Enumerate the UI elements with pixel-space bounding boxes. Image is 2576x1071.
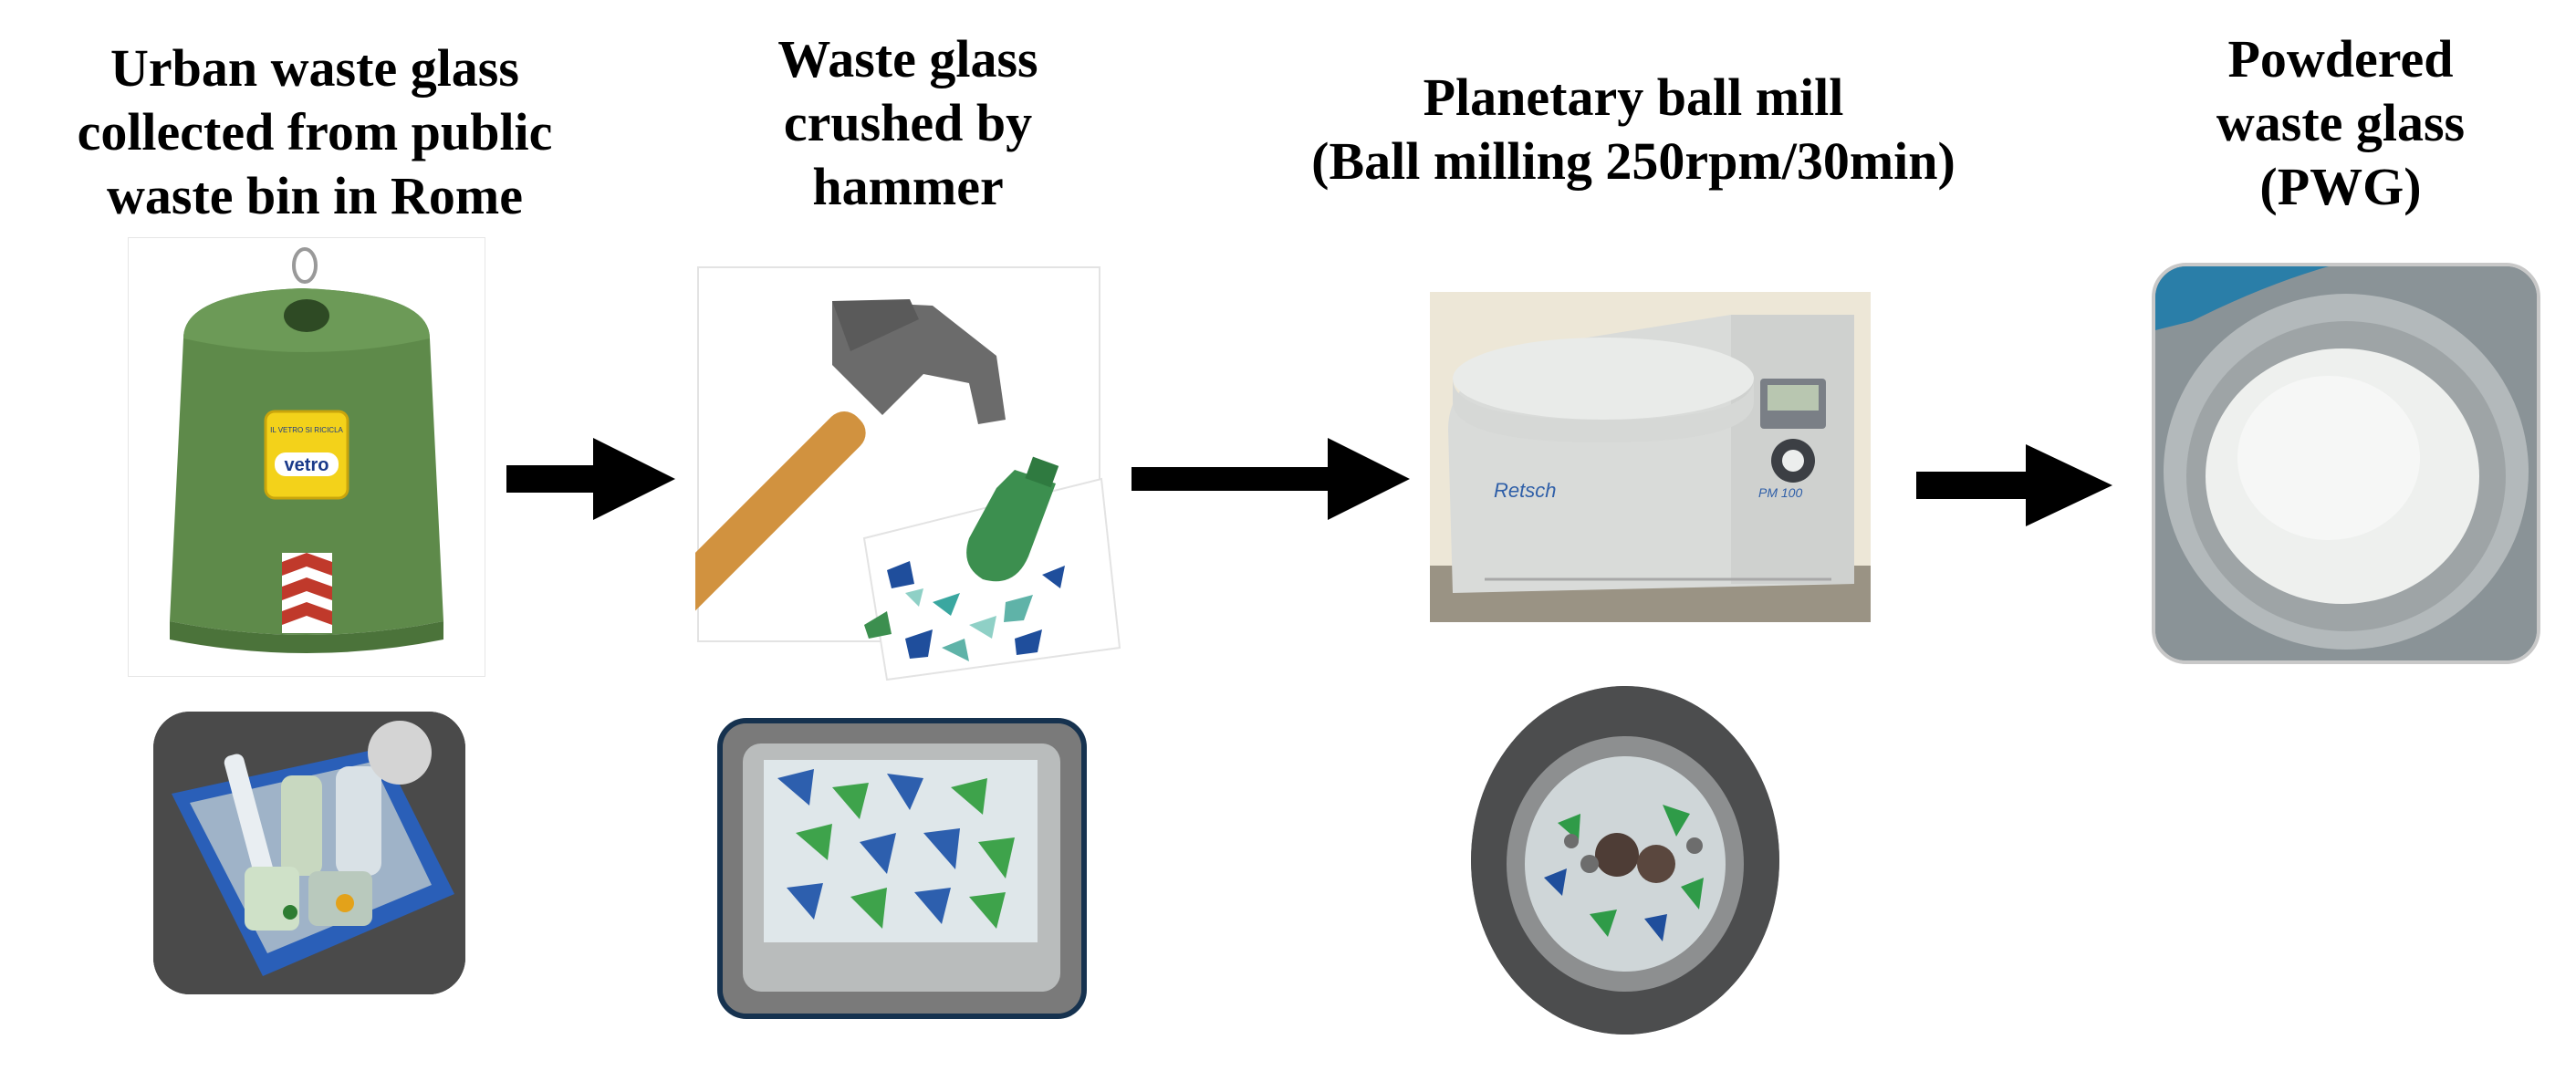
step1-title-line1: Urban waste glass	[110, 38, 519, 98]
bottles-crate-icon	[153, 712, 465, 994]
step2-title: Waste glass crushed by hammer	[703, 27, 1113, 219]
collected-glass-bottles-photo	[153, 712, 465, 994]
step1-title-line3: waste bin in Rome	[107, 166, 523, 225]
powder-bowl-icon	[2155, 266, 2537, 660]
recycling-bin-icon: IL VETRO SI RICICLA vetro	[170, 247, 443, 653]
crushed-glass-icon	[723, 723, 1081, 1014]
arrow-step1-to-step2	[506, 438, 675, 520]
arrow-step2-to-step3	[1132, 438, 1410, 520]
step4-title-line2: waste glass	[2216, 93, 2466, 152]
glass-recycling-bin-image: IL VETRO SI RICICLA vetro	[128, 237, 485, 677]
milling-jar-with-balls-photo	[1471, 686, 1779, 1035]
mill-model-label: PM 100	[1758, 485, 1802, 500]
step3-title-line1: Planetary ball mill	[1423, 68, 1844, 127]
mill-brand-label: Retsch	[1494, 479, 1556, 502]
step4-title: Powdered waste glass (PWG)	[2099, 27, 2576, 219]
arrow-step3-to-step4	[1916, 444, 2112, 526]
step4-title-line1: Powdered	[2227, 29, 2454, 88]
step3-title-line2: (Ball milling 250rpm/30min)	[1311, 131, 1955, 191]
hammer-icon	[639, 266, 1121, 681]
step1-title: Urban waste glass collected from public …	[37, 36, 593, 228]
hammer-crushing-glass-image	[639, 265, 1124, 684]
crushed-glass-box-photo	[717, 718, 1087, 1019]
step3-title: Planetary ball mill (Ball milling 250rpm…	[1241, 66, 2026, 193]
step4-title-line3: (PWG)	[2259, 157, 2422, 216]
bin-label-small: IL VETRO SI RICICLA	[270, 426, 343, 434]
ball-mill-icon: Retsch PM 100	[1430, 292, 1871, 622]
step2-title-line1: Waste glass	[777, 29, 1038, 88]
step2-title-line2: crushed by	[783, 93, 1033, 152]
step1-title-line2: collected from public	[77, 102, 553, 161]
powdered-waste-glass-photo	[2152, 263, 2540, 664]
bin-label-vetro: vetro	[285, 455, 329, 475]
planetary-ball-mill-photo: Retsch PM 100	[1430, 292, 1871, 622]
step2-title-line3: hammer	[812, 157, 1004, 216]
milling-jar-icon	[1471, 686, 1779, 1035]
